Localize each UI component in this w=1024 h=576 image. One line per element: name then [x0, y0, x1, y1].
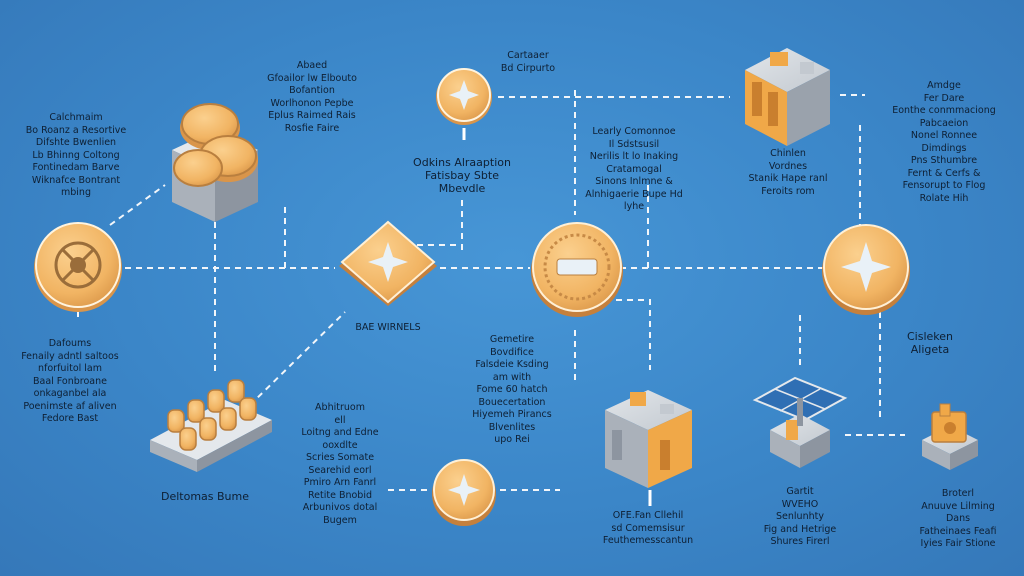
left-bottom-label: Deltomas Bume	[160, 490, 250, 503]
star-coin-icon	[822, 224, 910, 315]
center-top-label: Odkins Alraaption Fatisbay Sbte Mbevdle	[413, 156, 511, 195]
bottom-mid-label: Abhitruom ell Loitng and Edne ooxdlte Sc…	[301, 402, 379, 526]
center-mid-label: Gemetire Bovdifice Falsdeie Ksding am wi…	[472, 334, 552, 445]
solar-panel-icon	[752, 376, 848, 468]
cube-top-label: Chinlen Vordnes Stanik Hape ranl Feroits…	[748, 148, 828, 197]
cube-icon	[605, 390, 692, 488]
gear-coin-icon	[34, 222, 122, 312]
coin-stack-icon	[172, 103, 258, 222]
star-diamond-icon	[339, 220, 437, 306]
panel-label: Gartit WVEHO Senlunhty Fig and Hetrige S…	[763, 486, 837, 547]
right-bottom-label: Broterl Anuuve Lilming Dans Fatheinaes F…	[919, 488, 997, 549]
top-mid-label: Abaed Gfoailor lw Elbouto Bofantion Worl…	[267, 60, 357, 134]
gear-coin-icon	[531, 222, 623, 317]
cube-icon	[745, 48, 830, 146]
coin-grid-icon	[150, 379, 272, 472]
left-top-label: Calchmaim Bo Roanz a Resortive Difshte B…	[25, 112, 127, 198]
mid-right-top-label: Learly Comonnoe Il Sdstsusil Nerilis lt …	[585, 126, 683, 212]
left-mid-label: Dafoums Fenaily adntl saltoos nforfuitol…	[21, 338, 119, 424]
machine-icon	[922, 403, 978, 470]
star-diamond-label: BAE WIRNELS	[355, 322, 421, 333]
right-top-label: Amdge Fer Dare Eonthe conmmaciong Pabcae…	[892, 80, 996, 204]
top-coin-label: Cartaaer Bd Cirpurto	[500, 50, 556, 74]
star-coin-icon	[436, 68, 492, 125]
right-mid-label: Cisleken Aligeta	[906, 330, 954, 356]
cube-bottom-label: OFE.Fan Cllehil sd Comemsisur Feuthemess…	[602, 510, 694, 546]
star-coin-icon	[432, 459, 496, 526]
